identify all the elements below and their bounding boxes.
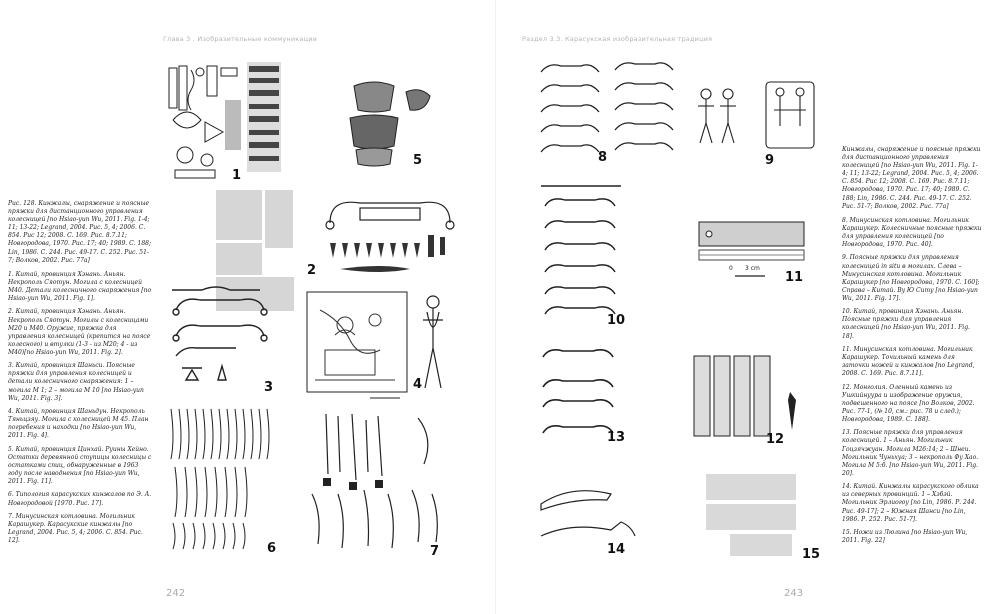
caption-item: 13. Поясные пряжки для управления колесн… <box>842 429 979 477</box>
figure-label-4: 4 <box>413 377 423 392</box>
photo-knife-2 <box>706 504 796 530</box>
caption-column-right: Кинжалы, снаряжение и поясные пряжки для… <box>842 146 982 551</box>
page-gutter <box>495 0 496 614</box>
figure-4-burial-plan: 4 <box>305 290 465 405</box>
figure-14-karasuk-daggers-china: 14 <box>535 480 655 560</box>
figure-3-buckles: 3 <box>168 280 278 400</box>
running-header-left: Глава 3 . Изобразительные коммуникации <box>163 35 318 43</box>
figure-label-14: 14 <box>607 542 626 557</box>
caption-column-left: Рис. 128. Кинжалы, снаряжение и поясные … <box>8 200 153 551</box>
figure-label-12: 12 <box>766 432 785 447</box>
figure-6-dagger-typology: 6 <box>165 405 285 556</box>
photo-dagger <box>216 277 294 311</box>
figure-label-10: 10 <box>607 313 626 328</box>
figure-label-2: 2 <box>307 263 317 278</box>
running-header-right: Раздел 3.3. Карасукская изобразительная … <box>522 35 713 43</box>
caption-item: 9. Поясные пряжки для управления колесни… <box>842 254 980 302</box>
figure-label-3: 3 <box>264 380 274 395</box>
caption-item: 4. Китай, провинция Шаньдун. Некрополь Т… <box>8 408 149 440</box>
caption-item: 15. Ножи из Люлина [no Hsiao-yun Wu, 201… <box>842 529 968 545</box>
figure-9-buckles-in-situ: 9 <box>690 80 820 168</box>
figure-label-13: 13 <box>607 430 626 445</box>
figure-1-chariot-fittings: 1 <box>165 60 285 185</box>
figure-5-wheel-hub: 5 <box>348 78 448 173</box>
caption-item: 5. Китай, провинция Цинхай. Руины Хейно.… <box>8 445 152 486</box>
figure-7-karasuk-daggers: 7 <box>308 410 448 559</box>
caption-item: 8. Минусинская котловина. Могильник Кара… <box>842 216 982 249</box>
figure-label-15: 15 <box>802 547 821 562</box>
figure-caption-title: Рис. 128. Кинжалы, снаряжение и поясные … <box>8 200 151 264</box>
figure-10-buckles-anyang: 10 <box>535 178 635 328</box>
figure-label-7: 7 <box>430 544 440 559</box>
figure-caption-title: Кинжалы, снаряжение и поясные пряжки для… <box>842 146 981 210</box>
caption-item: 2. Китай, провинция Хэнань. Аньян. Некро… <box>8 308 151 356</box>
caption-item: 14. Китай. Кинжалы карасукского облика и… <box>842 483 979 523</box>
caption-item: 7. Минусинская котловина. Могильник Кара… <box>8 512 143 545</box>
page-number-right: 243 <box>784 588 804 599</box>
figure-label-6: 6 <box>267 541 277 556</box>
figure-label-1: 1 <box>232 168 242 183</box>
photo-blade-top <box>216 243 262 275</box>
caption-item: 12. Монголия. Оленный камень из Ушкийнуу… <box>842 383 975 423</box>
figure-label-5: 5 <box>413 153 423 168</box>
figure-label-8: 8 <box>598 150 608 165</box>
figure-label-11: 11 <box>785 270 804 285</box>
photo-knife-1 <box>706 474 796 500</box>
figure-12-deer-stones: 12 <box>690 352 810 447</box>
scale-zero: 0 <box>729 265 733 272</box>
caption-item: 6. Типология карасукских кинжалов по Э. … <box>8 491 152 507</box>
caption-item: 3. Китай, провинция Шаньси. Поясные пряж… <box>8 362 144 402</box>
photo-pendant <box>265 190 293 248</box>
figure-label-9: 9 <box>765 153 775 168</box>
figure-8-belt-buckles: 8 <box>535 60 675 165</box>
photo-knife-3 <box>730 534 792 556</box>
photo-rings <box>216 190 262 240</box>
figure-13-buckles: 13 <box>535 345 635 445</box>
scale-bar-label: 3 cm <box>745 265 760 272</box>
caption-item: 11. Минусинская котловина. Могильник Кар… <box>842 345 975 378</box>
caption-item: 10. Китай, провинция Хэнань. Аньян. Пояс… <box>842 308 970 340</box>
caption-item: 1. Китай, провинция Хэнань. Аньян. Некро… <box>8 270 152 303</box>
page-number-left: 242 <box>166 588 186 599</box>
figure-11-whetstone: 0 3 cm 11 <box>695 218 810 285</box>
